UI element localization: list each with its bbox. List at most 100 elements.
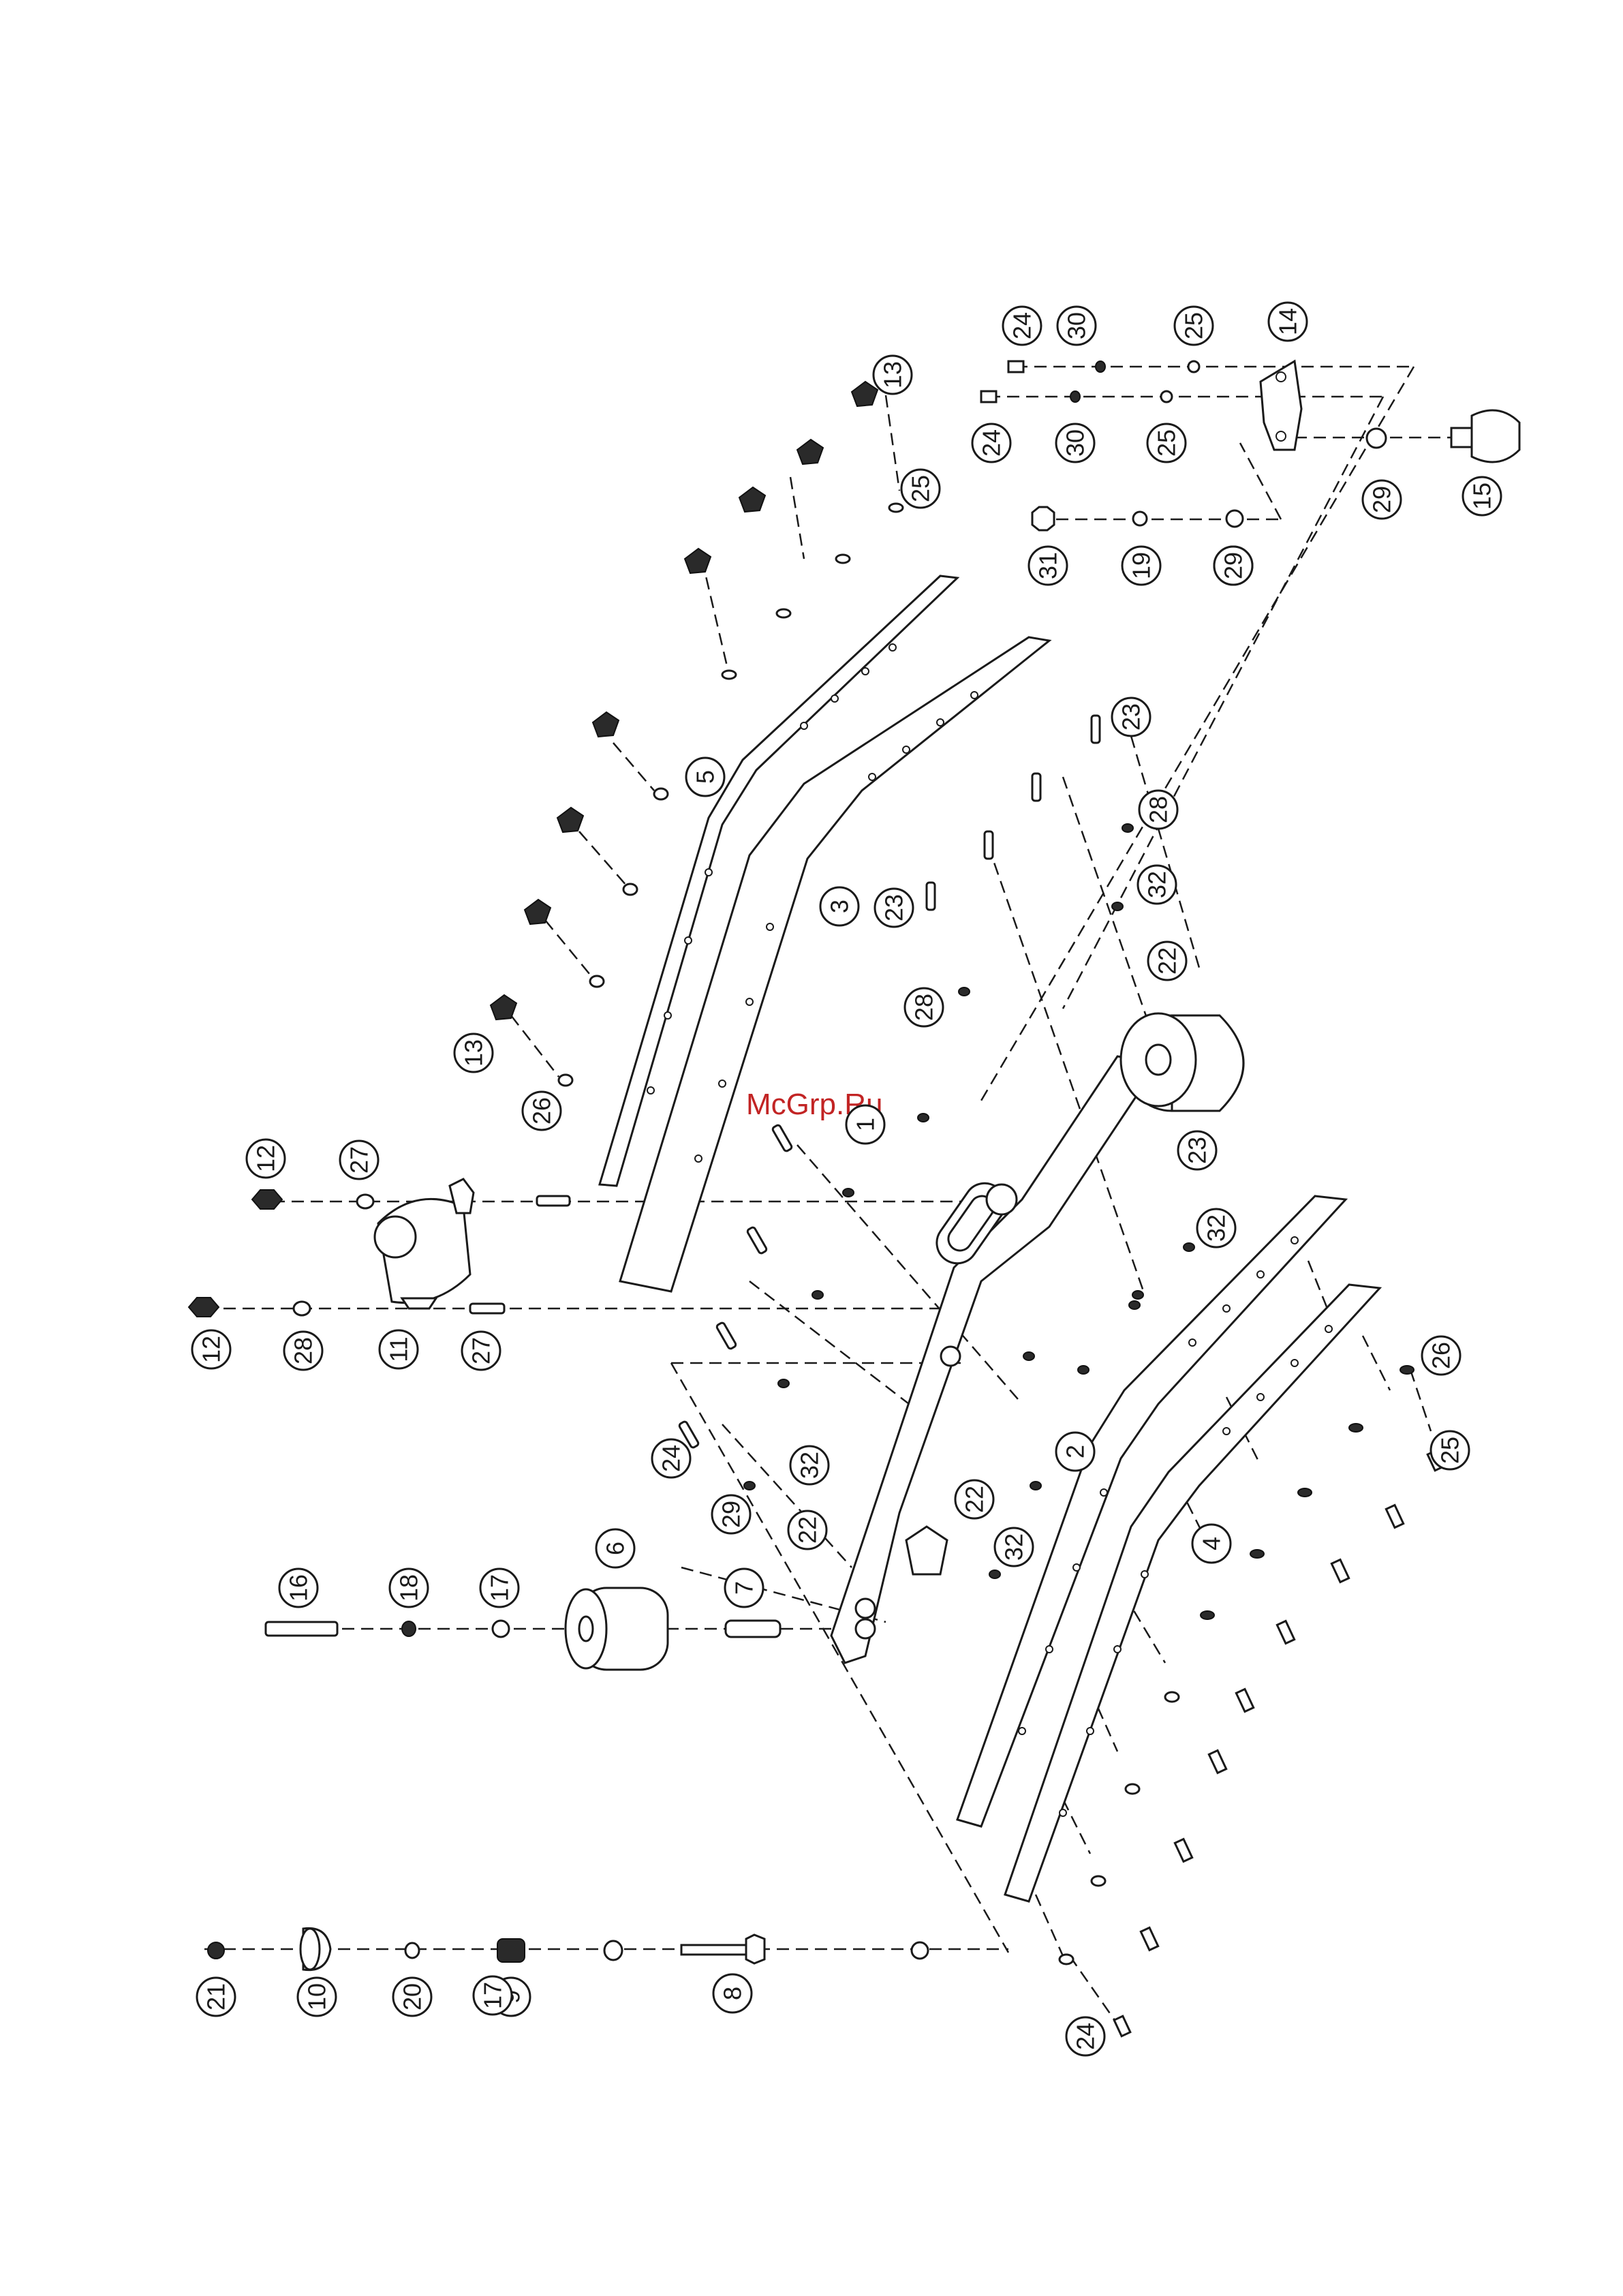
callout-number: 25: [907, 475, 935, 502]
callout-number: 32: [1203, 1214, 1231, 1242]
callout-number: 26: [528, 1097, 556, 1124]
callout-number: 27: [345, 1146, 373, 1174]
callout-number: 22: [794, 1516, 822, 1544]
callout-number: 28: [290, 1337, 318, 1364]
callout-number: 10: [303, 1983, 331, 2010]
callout-number: 2: [1062, 1445, 1089, 1458]
callout-22: 22: [788, 1511, 826, 1549]
callout-23: 23: [1178, 1131, 1216, 1169]
callout-5: 5: [686, 758, 724, 796]
callout-7: 7: [725, 1569, 763, 1607]
callout-number: 19: [1128, 552, 1156, 579]
callout-number: 27: [467, 1337, 495, 1364]
callout-number: 18: [395, 1574, 423, 1602]
callout-number: 5: [692, 770, 720, 784]
callout-number: 22: [1154, 947, 1181, 975]
callout-32: 32: [1197, 1209, 1235, 1247]
callout-number: 24: [658, 1445, 685, 1472]
callout-20: 20: [393, 1978, 431, 2016]
callout-16: 16: [279, 1569, 318, 1607]
callout-13: 13: [874, 356, 912, 394]
callout-32: 32: [995, 1528, 1033, 1566]
callout-23: 23: [1112, 698, 1150, 736]
callout-32: 32: [790, 1446, 829, 1484]
callout-24: 24: [1066, 2017, 1104, 2055]
callout-number: 26: [1427, 1342, 1455, 1369]
callout-number: 13: [879, 361, 907, 388]
callout-28: 28: [284, 1332, 322, 1370]
callout-26: 26: [523, 1092, 561, 1130]
callout-25: 25: [1175, 307, 1213, 345]
callout-10: 10: [298, 1978, 336, 2016]
callout-15: 15: [1463, 477, 1501, 515]
callout-29: 29: [1214, 547, 1252, 585]
callout-number: 20: [399, 1983, 427, 2010]
callout-13: 13: [454, 1034, 493, 1072]
callout-number: 25: [1436, 1437, 1464, 1464]
callout-number: 24: [1008, 312, 1036, 339]
callout-bubbles: 1234567891011121213131415161717181920212…: [192, 303, 1501, 2055]
callout-25: 25: [901, 470, 940, 508]
callout-29: 29: [1363, 480, 1401, 519]
callout-24: 24: [652, 1439, 690, 1478]
callout-12: 12: [192, 1330, 230, 1368]
callout-number: 1: [852, 1118, 880, 1131]
knob-set: [491, 382, 903, 1086]
callout-number: 21: [202, 1983, 230, 2010]
callout-30: 30: [1057, 307, 1096, 345]
callout-14: 14: [1269, 303, 1307, 341]
callout-number: 6: [602, 1542, 630, 1555]
callout-17: 17: [474, 1976, 512, 2015]
callout-number: 17: [479, 1982, 507, 2009]
callout-number: 12: [252, 1145, 280, 1172]
leader-lines: [204, 367, 1451, 2024]
callout-number: 32: [1143, 871, 1171, 898]
callout-number: 17: [486, 1574, 514, 1602]
callout-27: 27: [462, 1332, 500, 1370]
callout-19: 19: [1122, 547, 1160, 585]
callout-6: 6: [596, 1529, 634, 1567]
callout-number: 24: [978, 429, 1006, 457]
callout-number: 4: [1198, 1537, 1226, 1550]
callout-number: 30: [1062, 429, 1089, 457]
callout-31: 31: [1029, 547, 1067, 585]
callout-number: 3: [826, 900, 854, 913]
callout-number: 28: [910, 994, 938, 1021]
callout-number: 23: [880, 894, 908, 921]
callout-24: 24: [1003, 307, 1041, 345]
callout-number: 29: [1368, 486, 1396, 513]
callout-number: 23: [1117, 703, 1145, 731]
callout-number: 25: [1180, 312, 1208, 339]
callout-11: 11: [380, 1330, 418, 1368]
callout-number: 14: [1274, 308, 1302, 335]
callout-26: 26: [1422, 1336, 1460, 1375]
callout-17: 17: [480, 1569, 519, 1607]
callout-12: 12: [247, 1139, 285, 1178]
left-bracket: [189, 1179, 570, 1317]
callout-number: 29: [717, 1501, 745, 1528]
callout-number: 30: [1063, 312, 1091, 339]
callout-number: 7: [730, 1581, 758, 1595]
callout-4: 4: [1192, 1525, 1231, 1563]
callout-22: 22: [1148, 942, 1186, 980]
callout-number: 8: [719, 1987, 747, 2000]
callout-27: 27: [340, 1141, 378, 1179]
callout-32: 32: [1138, 866, 1176, 904]
callout-number: 13: [460, 1039, 488, 1067]
callout-25: 25: [1431, 1431, 1469, 1469]
callout-25: 25: [1147, 424, 1186, 462]
callout-23: 23: [875, 889, 913, 927]
callout-number: 23: [1184, 1137, 1211, 1164]
callout-24: 24: [972, 424, 1010, 462]
callout-number: 32: [796, 1452, 824, 1479]
callout-number: 32: [1000, 1533, 1028, 1561]
callout-1: 1: [846, 1105, 884, 1144]
callout-22: 22: [955, 1480, 993, 1518]
callout-number: 29: [1220, 552, 1248, 579]
callout-3: 3: [820, 887, 859, 925]
callout-8: 8: [713, 1974, 752, 2012]
callout-28: 28: [905, 988, 943, 1026]
callout-number: 12: [198, 1336, 226, 1363]
callout-number: 31: [1034, 552, 1062, 579]
